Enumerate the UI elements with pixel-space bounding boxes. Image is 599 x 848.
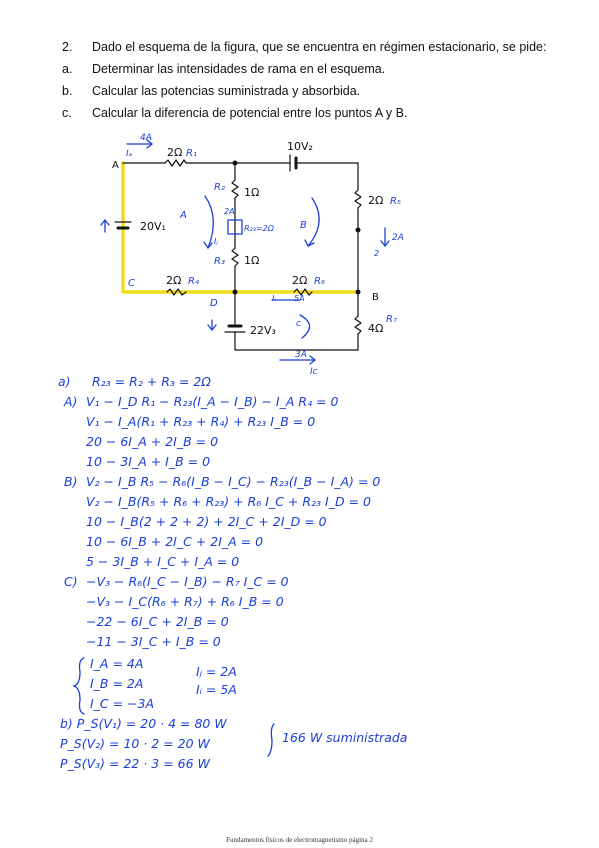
resistor-r23-box (227, 219, 243, 235)
r23-label: R₂₃=2Ω (244, 224, 275, 233)
r3-value: 1Ω (244, 254, 259, 267)
part-a-header: a) (58, 374, 71, 389)
ii-name: Iᵢ (272, 294, 276, 303)
highlight-path (121, 161, 360, 294)
question-b: b. Calcular las potencias suministrada y … (62, 84, 360, 98)
resistor-r3 (231, 247, 239, 267)
bottom-current-value: 3A (295, 350, 307, 360)
r6-name: R₆ (314, 276, 325, 287)
ia-label: Iₐ (126, 149, 133, 159)
question-number: c. (62, 106, 72, 120)
power-v3: P_S(V₃) = 22 · 3 = 66 W (60, 756, 211, 771)
question-text: Calcular las potencias suministrada y ab… (92, 84, 361, 98)
power-total: 166 W suministrada (282, 730, 407, 745)
question-text: Determinar las intensidades de rama en e… (92, 62, 386, 76)
resistor-r2 (231, 179, 239, 199)
r1-value: 2Ω (167, 146, 182, 159)
resistor-r5 (354, 189, 362, 209)
mesh-a-eq-4: 10 − 3I_A + I_B = 0 (86, 454, 210, 469)
question-number: a. (62, 62, 73, 76)
r5-current-name: 2 (374, 249, 379, 258)
r6-value: 2Ω (292, 274, 307, 287)
question-2: 2. Dado el esquema de la figura, que se e… (62, 40, 546, 54)
resistor-r4 (166, 288, 187, 296)
question-a: a. Determinar las intensidades de rama en… (62, 62, 385, 76)
r1-name: R₁ (186, 148, 197, 159)
node-d-label: D (210, 298, 218, 309)
mesh-b-eq-2: V₂ − I_B(R₅ + R₆ + R₂₃) + R₆ I_C + R₂₃ I… (86, 494, 371, 509)
ii-value: 5A (294, 294, 305, 303)
node-b-label: B (372, 292, 379, 303)
mesh-a-eq-1: V₁ − I_D R₁ − R₂₃(I_A − I_B) − I_A R₄ = … (86, 394, 339, 409)
resistor-r6 (293, 288, 313, 296)
ij-name: Iⱼ (214, 237, 218, 246)
v1-label: 20V₁ (140, 220, 166, 233)
result-ii: Iᵢ = 5A (196, 682, 237, 697)
mesh-b-eq-label: B) (64, 474, 77, 489)
question-text: Dado el esquema de la figura, que se enc… (92, 40, 547, 54)
mesh-c-label: c (296, 319, 301, 329)
question-number: b. (62, 84, 73, 98)
v3-label: 22V₃ (250, 324, 276, 337)
result-ij: Iⱼ = 2A (196, 664, 237, 679)
question-c: c. Calcular la diferencia de potencial en… (62, 106, 407, 120)
mesh-a-eq-3: 20 − 6I_A + 2I_B = 0 (86, 434, 218, 449)
node-a-label: A (112, 160, 119, 171)
ia-value: 4A (140, 133, 152, 143)
r23-equation: R₂₃ = R₂ + R₃ = 2Ω (92, 374, 211, 389)
mesh-b-eq-5: 5 − 3I_B + I_C + I_A = 0 (86, 554, 239, 569)
mesh-b-label: B (300, 220, 307, 231)
mesh-b-eq-4: 10 − 6I_B + 2I_C + 2I_A = 0 (86, 534, 263, 549)
r5-name: R₅ (390, 196, 401, 207)
power-v2: P_S(V₂) = 10 · 2 = 20 W (60, 736, 211, 751)
mesh-c-eq-2: −V₃ − I_C(R₆ + R₇) + R₆ I_B = 0 (86, 594, 284, 609)
power-brace (267, 723, 275, 757)
mesh-c-eq-label: C) (64, 574, 78, 589)
mesh-c-eq-3: −22 − 6I_C + 2I_B = 0 (86, 614, 229, 629)
result-ib: I_B = 2A (90, 676, 143, 691)
mesh-c-eq-1: −V₃ − R₆(I_C − I_B) − R₇ I_C = 0 (86, 574, 289, 589)
resistor-r7 (354, 315, 362, 335)
v2-label: 10V₂ (287, 140, 313, 153)
r4-name: R₄ (188, 276, 199, 287)
power-v1: b) P_S(V₁) = 20 · 4 = 80 W (60, 716, 227, 731)
r2-value: 1Ω (244, 186, 259, 199)
mesh-c-eq-4: −11 − 3I_C + I_B = 0 (86, 634, 221, 649)
r7-name: R₇ (386, 314, 397, 325)
results-brace (71, 657, 85, 715)
r3-name: R₃ (214, 256, 225, 267)
ic-label: Ic (310, 367, 318, 377)
r7-value: 4Ω (368, 322, 383, 335)
mesh-b-eq-1: V₂ − I_B R₅ − R₆(I_B − I_C) − R₂₃(I_B − … (86, 474, 380, 489)
question-text: Calcular la diferencia de potencial entr… (92, 106, 408, 120)
question-number: 2. (62, 40, 73, 54)
result-ia: I_A = 4A (90, 656, 143, 671)
mesh-a-eq-2: V₁ − I_A(R₁ + R₂₃ + R₄) + R₂₃ I_B = 0 (86, 414, 315, 429)
mesh-b-eq-3: 10 − I_B(2 + 2 + 2) + 2I_C + 2I_D = 0 (86, 514, 327, 529)
result-ic: I_C = −3A (90, 696, 154, 711)
resistor-r1 (164, 159, 187, 167)
ij-value: 2A (224, 207, 235, 216)
mesh-a-label: A (179, 210, 187, 221)
page-footer: Fundamentos físicos de electromagnetismo… (226, 836, 373, 844)
r4-value: 2Ω (166, 274, 181, 287)
node-c-label: C (128, 278, 135, 289)
r2-name: R₂ (214, 182, 225, 193)
r5-value: 2Ω (368, 194, 383, 207)
mesh-a-eq-label: A) (63, 394, 77, 409)
r5-current-value: 2A (392, 233, 404, 243)
